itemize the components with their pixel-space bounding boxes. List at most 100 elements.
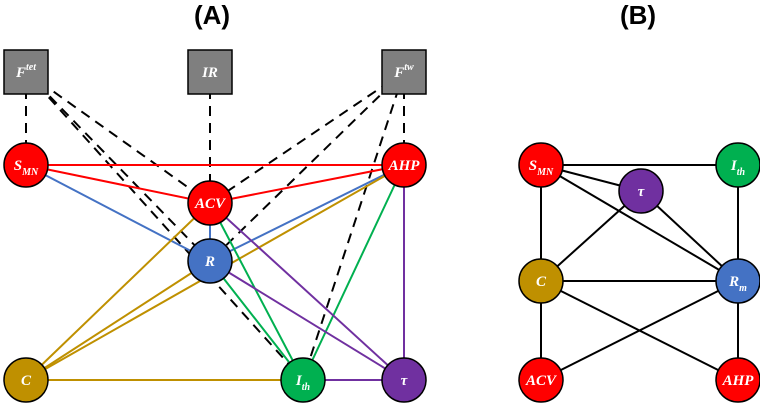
node-label-base: F [15, 65, 26, 81]
dashed-link-Ftet-R [25, 71, 211, 262]
dashed-link-Ftet-ACV [25, 71, 211, 204]
node-label: AHP [722, 373, 755, 389]
link-R-AHP [209, 164, 405, 262]
node-circle [280, 357, 326, 403]
measure-box [381, 49, 427, 95]
node-label-base: AHP [388, 158, 421, 174]
link-SMN-ACV [25, 164, 211, 204]
node-label-base: S [529, 158, 537, 174]
measure-box [187, 49, 233, 95]
link-C-ACV [25, 202, 211, 381]
node-label-base: IR [201, 65, 218, 81]
parameter-node-C: C [3, 357, 49, 403]
link-Ith-AHP [302, 164, 405, 381]
node-label: SMN [14, 158, 39, 178]
node-label: AHP [388, 158, 421, 174]
node-circle [715, 142, 760, 188]
node-label-base: C [536, 274, 547, 290]
parameter-node-tau: τ [381, 357, 427, 403]
panel-b-node-Ith: Ith [715, 142, 760, 188]
node-label-subscript: m [739, 283, 747, 294]
link-ACV-AHP [209, 164, 405, 204]
node-circle [518, 357, 564, 403]
panel-a-edges [25, 71, 405, 381]
panel-b-node-Rm: Rm [715, 258, 760, 304]
node-label-subscript: MN [536, 167, 554, 178]
node-circle [381, 357, 427, 403]
node-label: C [536, 274, 547, 290]
node-circle [715, 258, 760, 304]
node-circle [518, 258, 564, 304]
measure-node-Ftet: Ftet [3, 49, 49, 95]
panel-b-node-tau: τ [618, 168, 664, 214]
node-label: τ [638, 184, 646, 200]
parameter-node-AHP: AHP [381, 142, 427, 188]
node-label-base: ACV [525, 373, 558, 389]
measure-node-IR: IR [187, 49, 233, 95]
link-Ith-R [209, 260, 304, 381]
panel-b-label: (B) [620, 0, 656, 30]
node-label-subscript: th [737, 167, 746, 178]
node-label-subscript: MN [21, 167, 39, 178]
node-circle [187, 180, 233, 226]
parameter-node-ACV: ACV [187, 180, 233, 226]
node-circle [618, 168, 664, 214]
link-tau-R [209, 260, 405, 381]
node-label: C [21, 373, 32, 389]
node-label: Ith [730, 158, 746, 178]
node-label: Rm [728, 274, 747, 294]
node-label: IR [201, 65, 218, 81]
node-circle [187, 238, 233, 284]
measure-box [3, 49, 49, 95]
node-label-base: τ [401, 373, 409, 389]
panel-b-node-C: C [518, 258, 564, 304]
panel-a-label: (A) [194, 0, 230, 30]
node-circle [3, 357, 49, 403]
link-SMN-Rm [540, 164, 739, 282]
node-label: Ftw [393, 62, 414, 81]
node-circle [518, 142, 564, 188]
dashed-link-Ftw-ACV [209, 71, 405, 204]
node-label-base: S [14, 158, 22, 174]
node-label: ACV [525, 373, 558, 389]
dashed-link-Ftw-Ith [302, 71, 405, 381]
parameter-node-SMN: SMN [3, 142, 49, 188]
node-label-base: F [393, 65, 404, 81]
node-label-base: I [730, 158, 738, 174]
node-label-base: R [204, 254, 215, 270]
node-label: R [204, 254, 215, 270]
node-label-subscript: th [302, 382, 311, 393]
node-label: τ [401, 373, 409, 389]
node-circle [3, 142, 49, 188]
panel-b-node-ACV: ACV [518, 357, 564, 403]
node-label-base: AHP [722, 373, 755, 389]
node-circle [381, 142, 427, 188]
node-label-base: C [21, 373, 32, 389]
measure-node-Ftw: Ftw [381, 49, 427, 95]
node-label: SMN [529, 158, 554, 178]
node-circle [715, 357, 760, 403]
parameter-node-R: R [187, 238, 233, 284]
link-C-R [25, 260, 211, 381]
panel-b-node-AHP: AHP [715, 357, 760, 403]
node-label-superscript: tw [404, 62, 414, 73]
node-label-base: I [295, 373, 303, 389]
parameter-node-Ith: Ith [280, 357, 326, 403]
node-label-base: τ [638, 184, 646, 200]
node-label: Ftet [15, 62, 37, 81]
dashed-link-Ftet-Ith [25, 71, 304, 381]
link-tau-ACV [209, 202, 405, 381]
node-label-superscript: tet [26, 62, 37, 73]
node-label: ACV [194, 196, 227, 212]
node-label-base: ACV [194, 196, 227, 212]
dashed-link-Ftw-R [209, 71, 405, 262]
link-Ith-ACV [209, 202, 304, 381]
link-SMN-R [25, 164, 211, 262]
link-Rm-ACV [540, 280, 739, 381]
node-label-base: R [728, 274, 739, 290]
